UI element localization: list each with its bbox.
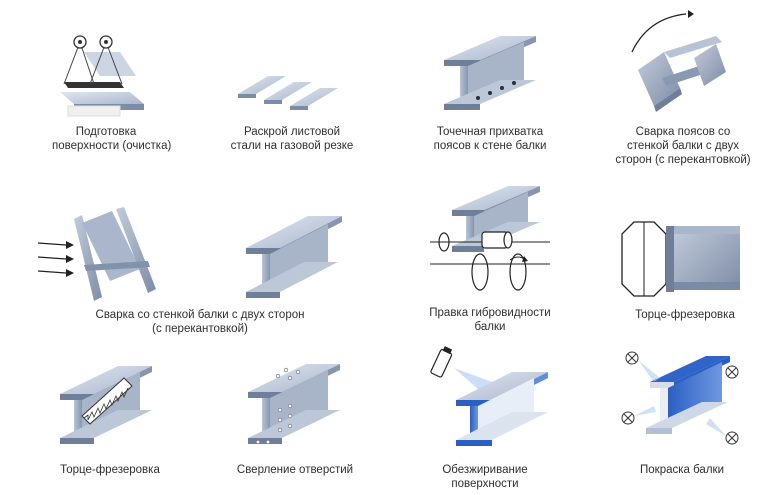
roller-icon [509, 253, 527, 291]
step-caption-web-welding: Сварка со стенкой балки с двух сторон(с … [95, 309, 305, 335]
web-welding-illustration-a [37, 207, 156, 301]
step-caption-end-milling-1: Торце-фрезеровка [635, 309, 735, 321]
step-caption-painting: Покраска балки [640, 464, 724, 476]
flange-welding-illustration [631, 10, 726, 112]
drilled-holes [255, 367, 301, 445]
hole-drilling-illustration [248, 364, 340, 445]
end-milling-illustration-2 [60, 366, 152, 444]
straightening-illustration [430, 186, 550, 291]
painting-illustration [621, 351, 739, 445]
step-caption-end-milling-2: Торце-фрезеровка [60, 464, 160, 476]
web-welding-illustration-b [246, 216, 342, 298]
step-caption-hole-drilling: Сверление отверстий [236, 464, 354, 476]
surface-prep-illustration [60, 35, 144, 117]
roller-icon [438, 232, 450, 252]
tack-welding-illustration [444, 36, 536, 110]
saw-blade-icon [81, 377, 133, 425]
roller-icon [471, 253, 489, 291]
end-milling-illustration-1 [621, 221, 740, 297]
spray-can-icon [430, 346, 453, 378]
flip-arrow-icon [631, 13, 687, 53]
spray-nozzle-icon [621, 351, 739, 445]
degreasing-illustration [430, 346, 548, 446]
arrow-icon [37, 241, 74, 277]
weld-points [476, 81, 516, 100]
gas-cutting-illustration [238, 76, 338, 110]
